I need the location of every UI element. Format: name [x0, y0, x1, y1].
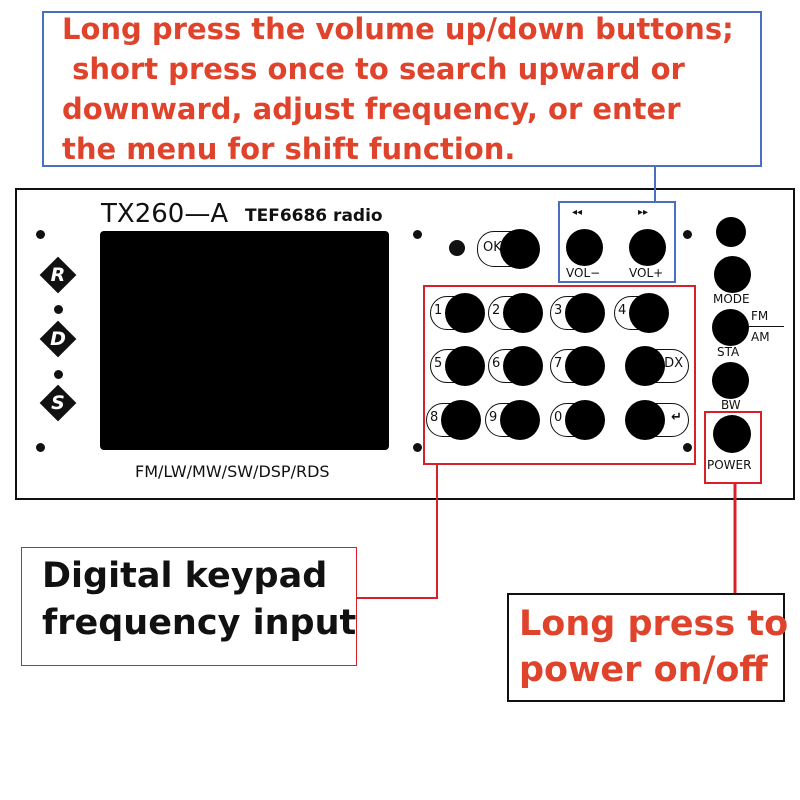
power-callout-text: Long press to power on/off [519, 604, 789, 690]
key-5[interactable]: 5 [430, 346, 485, 386]
panel-dot [54, 305, 63, 314]
power-label: POWER [707, 458, 752, 472]
key-3[interactable]: 3 [550, 293, 605, 333]
key-8[interactable]: 8 [426, 400, 481, 440]
panel-dot [36, 230, 45, 239]
power-highlight-frame [704, 411, 762, 484]
fm-am-divider [748, 326, 784, 327]
chip-label: TEF6686 radio [245, 206, 383, 226]
mode-button[interactable] [714, 256, 751, 293]
vol-up-button[interactable] [629, 229, 666, 266]
keypad-callout-frame [21, 547, 357, 666]
key-1[interactable]: 1 [430, 293, 485, 333]
key-9[interactable]: 9 [485, 400, 540, 440]
volume-callout-text: Long press the volume up/down buttons; s… [62, 12, 734, 166]
vol-down-label: VOL− [566, 266, 601, 280]
bw-button[interactable] [712, 362, 749, 399]
sta-label: STA [717, 345, 740, 359]
band-list: FM/LW/MW/SW/DSP/RDS [135, 462, 330, 481]
sta-button[interactable] [712, 309, 749, 346]
ok-label: OK [483, 240, 502, 255]
keypad-callout-text: Digital keypad frequency input [42, 556, 357, 643]
vol-up-label: VOL+ [629, 266, 664, 280]
panel-dot [683, 230, 692, 239]
top-right-button[interactable] [716, 217, 746, 247]
forward-icon: ▸▸ [638, 207, 649, 218]
key-6[interactable]: 6 [488, 346, 543, 386]
keypad-highlight-frame [423, 285, 696, 465]
keypad-connector [357, 465, 438, 599]
key-2[interactable]: 2 [488, 293, 543, 333]
rds-logo-s: S [39, 384, 79, 424]
panel-dot [683, 443, 692, 452]
ok-button[interactable]: OK [477, 229, 540, 269]
indicator-led [449, 240, 465, 256]
rds-logo-r: R [39, 256, 79, 296]
panel-dot [413, 230, 422, 239]
display-screen [100, 231, 389, 450]
power-callout-frame [507, 593, 785, 702]
ok-knob [500, 229, 540, 269]
am-label: AM [751, 330, 770, 344]
rewind-icon: ◂◂ [572, 207, 583, 218]
power-button[interactable] [713, 415, 751, 453]
mode-label: MODE [713, 292, 750, 306]
fm-label: FM [751, 309, 769, 323]
enter-icon: ↵ [671, 410, 682, 425]
key-7[interactable]: 7 [550, 346, 605, 386]
key-0[interactable]: 0 [550, 400, 605, 440]
rds-logo-d: D [39, 320, 79, 360]
key-enter[interactable]: ↵ [625, 400, 689, 440]
bw-label: BW [721, 398, 741, 412]
vol-down-button[interactable] [566, 229, 603, 266]
volume-callout-frame [42, 11, 762, 167]
model-name: TX260—A [101, 199, 229, 229]
volume-highlight-frame [558, 201, 676, 283]
key-dx[interactable]: DX [625, 346, 689, 386]
panel-dot [413, 443, 422, 452]
panel-dot [36, 443, 45, 452]
panel-dot [54, 370, 63, 379]
key-4[interactable]: 4 [614, 293, 669, 333]
